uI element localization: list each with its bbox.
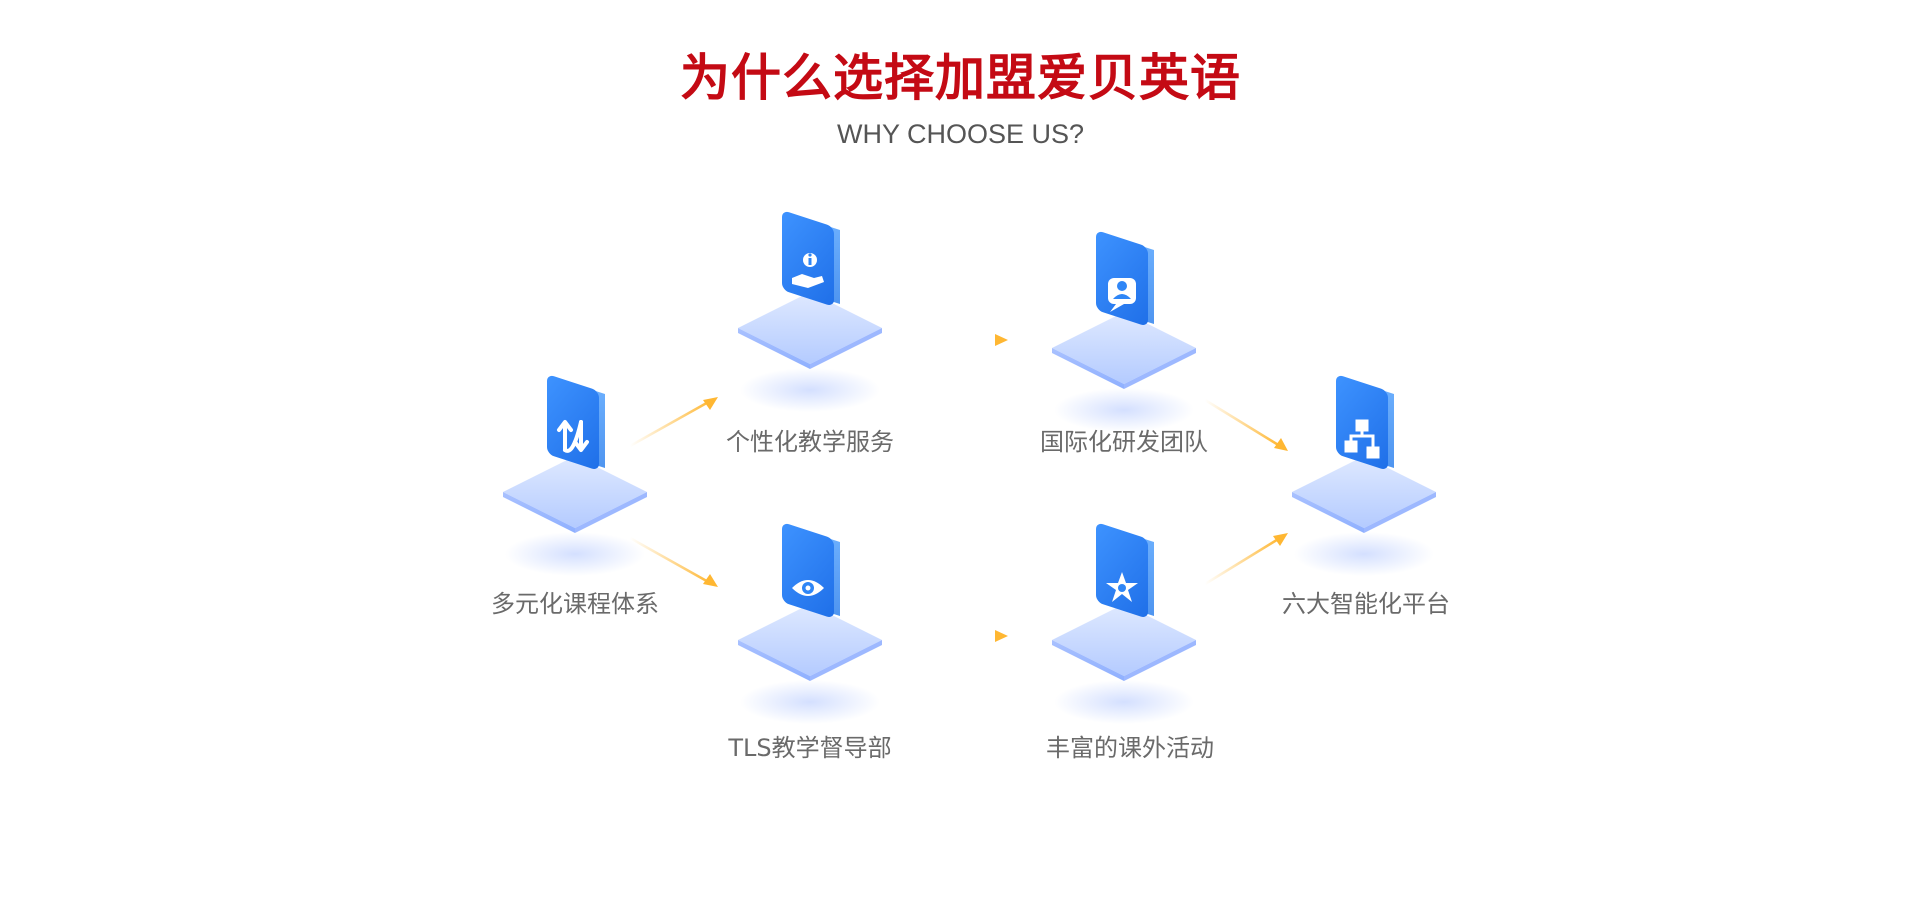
eye-icon — [792, 580, 824, 596]
arrow-rd-to-platforms — [1204, 398, 1288, 451]
arrow-curriculum-to-personalized — [629, 397, 718, 448]
connector-arrows — [629, 334, 1288, 642]
user-chat-icon — [1108, 278, 1136, 312]
arrow-personalized-to-rd — [905, 334, 1008, 346]
hand-info-icon — [792, 253, 824, 288]
node-international-rd — [1052, 230, 1196, 432]
label-tls-supervision: TLS教学督导部 — [728, 734, 892, 762]
label-extracurricular: 丰富的课外活动 — [1046, 734, 1214, 762]
label-personalized-teaching: 个性化教学服务 — [726, 428, 894, 456]
node-personalized-teaching — [738, 210, 882, 412]
node-smart-platforms — [1292, 374, 1436, 576]
swap-arrows-icon — [557, 420, 589, 453]
node-diverse-curriculum — [503, 374, 647, 576]
page-subtitle: WHY CHOOSE US? — [836, 119, 1085, 149]
star-badge-icon — [1106, 572, 1138, 602]
label-international-rd: 国际化研发团队 — [1040, 428, 1208, 456]
label-diverse-curriculum: 多元化课程体系 — [491, 590, 659, 618]
flow-chart-icon — [1344, 419, 1380, 459]
arrow-tls-to-extracurricular — [905, 630, 1008, 642]
node-tls-supervision — [738, 522, 882, 724]
arrow-curriculum-to-tls — [629, 536, 718, 587]
arrow-extracurricular-to-platforms — [1204, 533, 1288, 586]
node-extracurricular — [1052, 522, 1196, 724]
page-title: 为什么选择加盟爱贝英语 — [680, 49, 1241, 107]
label-smart-platforms: 六大智能化平台 — [1282, 590, 1450, 618]
